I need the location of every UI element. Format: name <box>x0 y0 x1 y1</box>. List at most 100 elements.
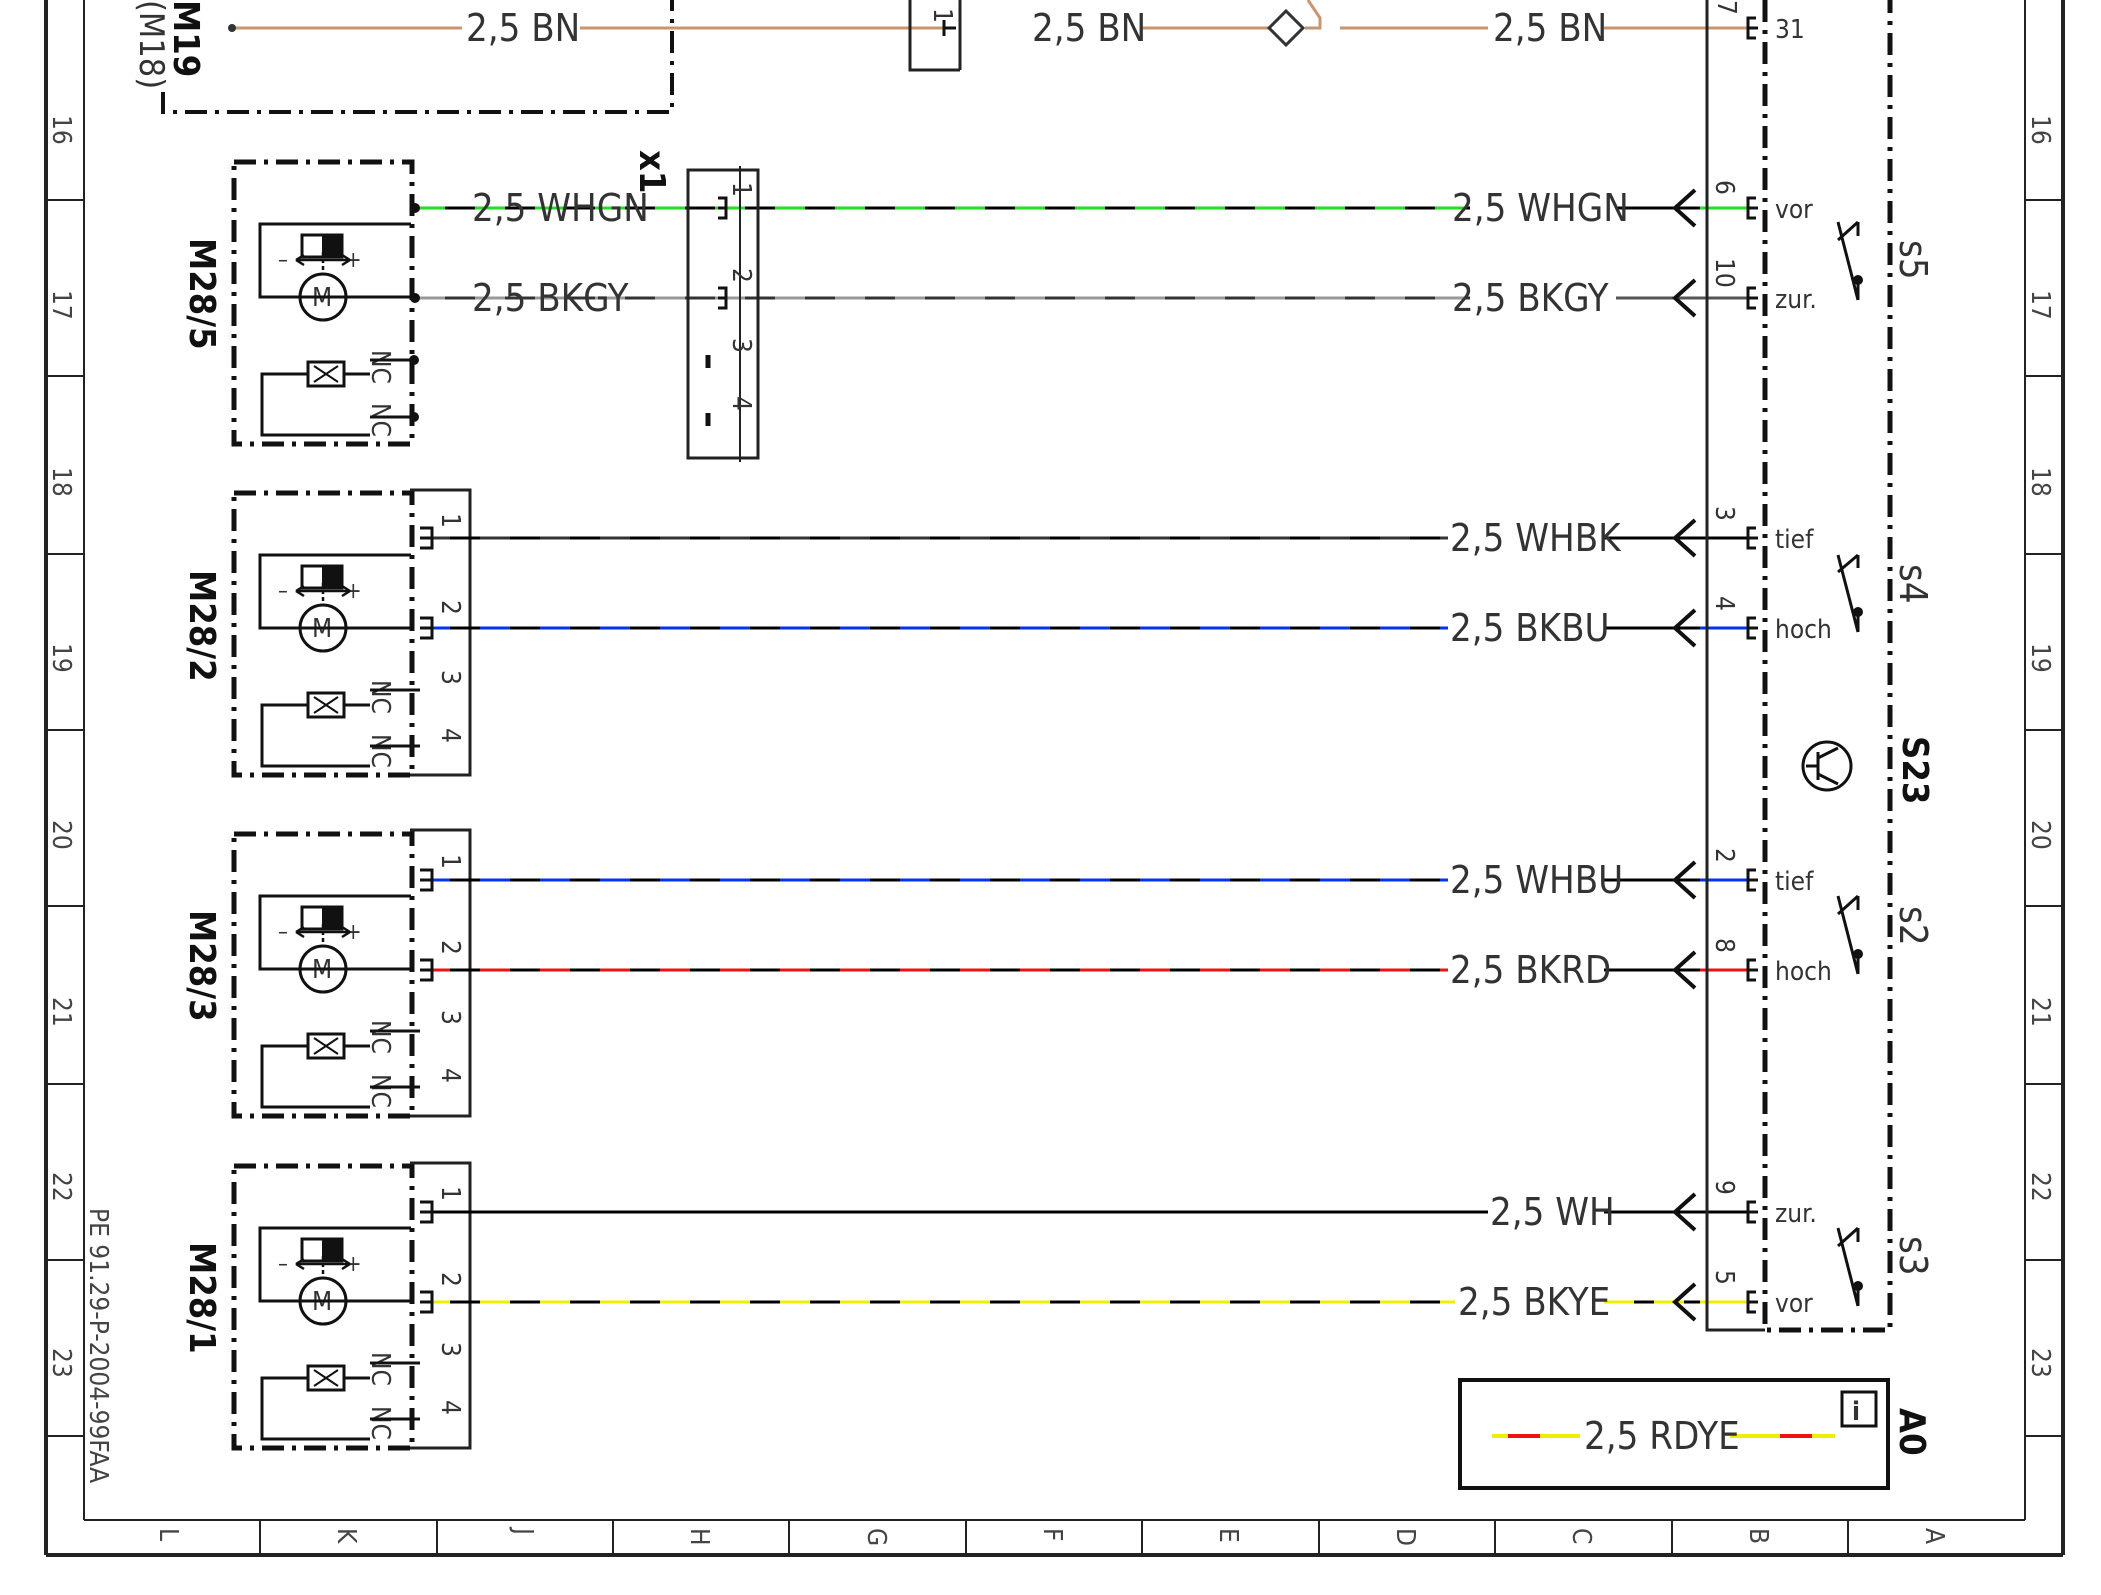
wire-whbu: 2,5 WHBU <box>420 858 1748 902</box>
motor-nc-label: NC <box>365 1352 395 1386</box>
wire-label-bn: 2,5 BN <box>1032 6 1146 50</box>
motor-pin: 2 <box>435 600 465 615</box>
motor-pin: 1 <box>435 1186 465 1201</box>
row-number-right: 23 <box>2025 1348 2055 1378</box>
wire-label: 2,5 BKGY <box>472 276 629 320</box>
component-label-m18: (M18) <box>131 0 171 89</box>
s23-pin-number: 10 <box>1709 258 1739 288</box>
s23-pin-number: 4 <box>1709 596 1739 611</box>
column-letter-labels: L K J H G F E D C B A <box>153 1526 1949 1546</box>
s23-pin-number: 7 <box>1711 0 1741 15</box>
motor-pin: 4 <box>435 728 465 743</box>
motor-label: M28/5 <box>181 238 222 350</box>
s23-pin-number: 5 <box>1709 1270 1739 1285</box>
row-number-left: 18 <box>46 467 76 497</box>
motor-pin: 4 <box>435 1068 465 1083</box>
motor-label: M28/1 <box>181 1242 222 1354</box>
row-number-right: 22 <box>2025 1172 2055 1202</box>
switch-block-label: S23 <box>1894 736 1935 804</box>
row-number-right: 16 <box>2025 115 2055 145</box>
connector-x1: x1 1 2 3 4 <box>631 150 760 462</box>
row-number-left: 19 <box>46 643 76 673</box>
motor-m28-2: M28/2 1 2 3 4 NC NC <box>181 488 472 778</box>
motor-nc-label: NC <box>365 1074 395 1108</box>
switch-label: s5 <box>1891 240 1935 280</box>
wire-whgn: 2,5 WHGN 2,5 WHGN <box>410 186 1748 230</box>
row-number-left: 22 <box>46 1172 76 1202</box>
column-letter: L <box>153 1528 183 1541</box>
motor-nc-label: NC <box>365 734 395 768</box>
motor-nc-label: NC <box>365 1406 395 1440</box>
motor-pin: 3 <box>435 1342 465 1357</box>
motor-label: M28/2 <box>181 570 222 682</box>
s23-pin-function: hoch <box>1775 615 1832 645</box>
wire-label: 2,5 BKYE <box>1458 1280 1610 1324</box>
motor-pin: 1 <box>435 513 465 528</box>
connector-pin: 4 <box>726 396 756 411</box>
s23-pin-function: 31 <box>1775 15 1805 45</box>
row-number-right: 19 <box>2025 643 2055 673</box>
pin-number: 1 <box>927 8 957 23</box>
motor-pin: 2 <box>435 1272 465 1287</box>
wire-bkgy: 2,5 BKGY 2,5 BKGY <box>410 276 1748 320</box>
row-number-right: 21 <box>2025 997 2055 1027</box>
row-number-right: 18 <box>2025 467 2055 497</box>
motor-pin: 4 <box>435 1400 465 1415</box>
s23-pin-function: hoch <box>1775 957 1832 987</box>
column-letter: D <box>1390 1528 1420 1546</box>
column-letter: H <box>684 1528 714 1546</box>
wire-whbk: 2,5 WHBK <box>420 516 1748 560</box>
wire-bkbu: 2,5 BKBU <box>420 606 1748 650</box>
s23-pin-number: 9 <box>1709 1180 1739 1195</box>
motor-nc-label: NC <box>365 1020 395 1054</box>
switch-label: s2 <box>1891 906 1935 946</box>
column-letter: C <box>1566 1528 1596 1544</box>
motor-pin: 1 <box>435 854 465 869</box>
row-number-left: 16 <box>46 115 76 145</box>
column-letter: F <box>1037 1528 1067 1541</box>
row-number-right: 20 <box>2025 820 2055 850</box>
connector-pin: 3 <box>726 338 756 353</box>
s23-pin-function: vor <box>1775 1289 1813 1319</box>
connector-label: x1 <box>631 150 672 193</box>
s23-pin-function: tief <box>1775 525 1814 555</box>
motor-m28-1: M28/1 1 2 3 4 NC NC <box>181 1161 472 1451</box>
switch-label: s3 <box>1891 1236 1935 1276</box>
wire-wh: 2,5 WH <box>420 1190 1748 1234</box>
wire-label-bn: 2,5 BN <box>1493 6 1607 50</box>
legend-a0: i A0 2,5 RDYE <box>1458 1378 1932 1490</box>
column-letter: B <box>1743 1528 1773 1544</box>
motor-m28-3: M28/3 1 2 3 4 NC NC <box>181 828 472 1119</box>
s23-pin-number: 8 <box>1709 938 1739 953</box>
legend-wire-label: 2,5 RDYE <box>1584 1414 1740 1458</box>
column-letter: K <box>331 1528 361 1544</box>
s23-pin-function: tief <box>1775 867 1814 897</box>
brown-wire <box>232 0 1748 30</box>
column-letter: E <box>1213 1528 1243 1543</box>
row-number-left: 17 <box>46 290 76 320</box>
wire-label: 2,5 WHGN <box>472 186 649 230</box>
component-label-m19: M19 <box>165 0 206 77</box>
info-icon: i <box>1852 1397 1860 1427</box>
motor-nc-label: NC <box>365 403 395 437</box>
column-letter: A <box>1919 1528 1949 1544</box>
connector-pin: 2 <box>726 268 756 283</box>
s23-pin-function: zur. <box>1775 1199 1817 1229</box>
row-number-right: 17 <box>2025 290 2055 320</box>
document-reference: PE 91.29-P-2004-99FAA <box>83 1208 113 1483</box>
motor-label: M28/3 <box>181 910 222 1022</box>
motor-pin: 2 <box>435 940 465 955</box>
column-letter: G <box>861 1528 891 1546</box>
switch-block-s23: S23 6 10 3 4 2 8 9 5 vor zur. tief hoch … <box>1705 0 1935 1333</box>
connector-arrows <box>1672 188 1697 1322</box>
wire-label: 2,5 BKBU <box>1450 606 1610 650</box>
s23-pin-number: 2 <box>1709 848 1739 863</box>
wire-label-bn: 2,5 BN <box>466 6 580 50</box>
wire-label: 2,5 BKGY <box>1452 276 1609 320</box>
column-letter: J <box>508 1526 538 1535</box>
wire-bkye: 2,5 BKYE <box>420 1280 1748 1324</box>
motor-m28-5: M28/5 NC NC <box>181 159 419 447</box>
motor-nc-label: NC <box>365 350 395 384</box>
legend-label: A0 <box>1891 1408 1932 1456</box>
motor-pin: 3 <box>435 1010 465 1025</box>
